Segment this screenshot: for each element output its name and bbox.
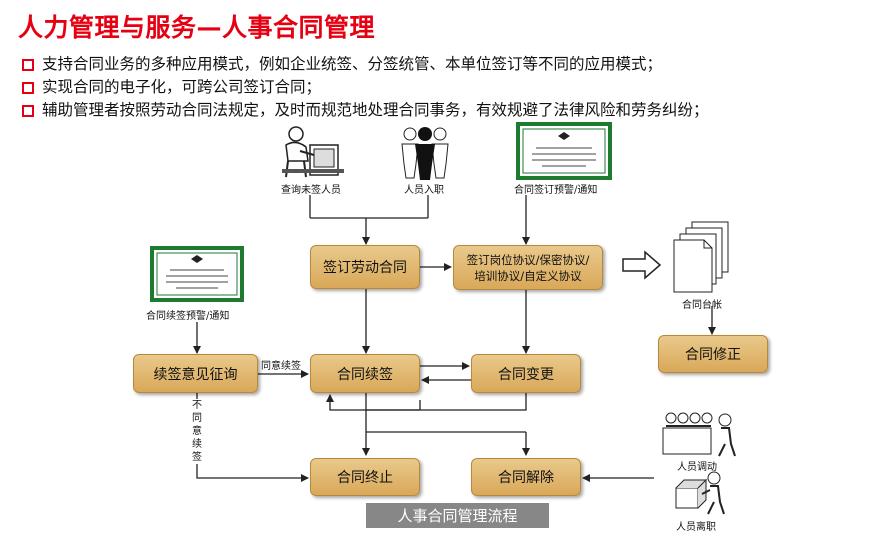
documents-stack-icon — [673, 221, 729, 293]
person-box-icon — [675, 471, 725, 515]
onboard-label: 人员入职 — [404, 185, 444, 196]
square-bullet-icon — [22, 105, 34, 117]
people-transfer-icon — [662, 412, 736, 457]
node-dissolve: 合同解除 — [471, 458, 581, 496]
node-renew: 合同续签 — [310, 354, 420, 393]
bullet-text: 辅助管理者按照劳动合同法规定，及时而规范地处理合同事务，有效规避了法律风险和劳务… — [42, 101, 709, 119]
certificate-icon — [516, 122, 612, 180]
page-title: 人力管理与服务—人事合同管理 — [18, 13, 376, 42]
resign-label: 人员离职 — [676, 522, 716, 533]
node-amend: 合同修正 — [658, 335, 768, 373]
query-unsigned-label: 查询未签人员 — [281, 185, 341, 196]
node-renewal-consult: 续签意见征询 — [133, 354, 258, 393]
people-group-icon — [401, 127, 449, 180]
office-worker-icon — [282, 126, 344, 178]
disagree-renew-label: 不同意续签 — [191, 399, 203, 464]
bullet-text: 支持合同业务的多种应用模式，例如企业统签、分签统管、本单位签订等不同的应用模式； — [42, 55, 663, 73]
square-bullet-icon — [22, 82, 34, 94]
agree-renew-label: 同意续签 — [261, 361, 301, 372]
bullet-item: 辅助管理者按照劳动合同法规定，及时而规范地处理合同事务，有效规避了法律风险和劳务… — [22, 99, 709, 122]
bullet-text: 实现合同的电子化，可跨公司签订合同； — [42, 78, 322, 96]
sign-alert-label: 合同签订预警/通知 — [514, 185, 598, 196]
ledger-label: 合同台帐 — [682, 300, 722, 311]
bullet-item: 实现合同的电子化，可跨公司签订合同； — [22, 76, 709, 99]
node-terminate: 合同终止 — [310, 458, 420, 496]
transfer-label: 人员调动 — [677, 462, 717, 473]
certificate-icon — [150, 246, 244, 302]
bullet-item: 支持合同业务的多种应用模式，例如企业统签、分签统管、本单位签订等不同的应用模式； — [22, 53, 709, 76]
bullet-list: 支持合同业务的多种应用模式，例如企业统签、分签统管、本单位签订等不同的应用模式；… — [22, 53, 709, 122]
hollow-arrow-icon — [622, 250, 662, 280]
node-sign-agreements: 签订岗位协议/保密协议/ 培训协议/自定义协议 — [453, 245, 603, 290]
square-bullet-icon — [22, 59, 34, 71]
node-change: 合同变更 — [471, 354, 581, 393]
node-sign-contract: 签订劳动合同 — [310, 245, 420, 289]
diagram-caption: 人事合同管理流程 — [366, 503, 549, 528]
renew-alert-label: 合同续签预警/通知 — [146, 311, 230, 322]
